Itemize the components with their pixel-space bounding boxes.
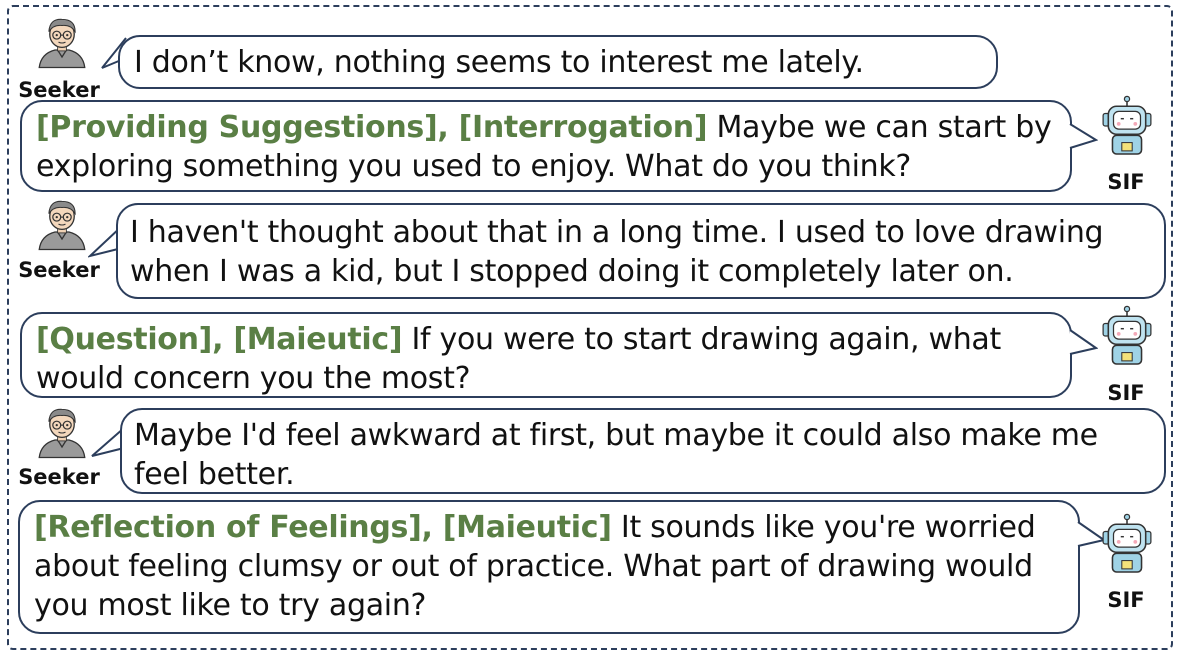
seeker-avatar	[34, 12, 90, 74]
person-icon	[38, 408, 86, 459]
robot-icon	[1102, 95, 1152, 155]
speaker-label: Seeker	[18, 465, 100, 489]
bubble-tail	[88, 225, 123, 258]
seeker-message-bubble: I haven't thought about that in a long t…	[116, 203, 1166, 299]
message-text: I haven't thought about that in a long t…	[130, 215, 1104, 289]
message-text: I don’t know, nothing seems to interest …	[134, 45, 864, 80]
bubble-tail	[91, 427, 125, 457]
sif-avatar	[1100, 94, 1154, 160]
sif-message-bubble: [Reflection of Feelings], [Maieutic] It …	[18, 500, 1080, 634]
bubble-tail	[1069, 329, 1098, 355]
strategy-tags: [Providing Suggestions], [Interrogation]	[36, 110, 708, 145]
speaker-label: SIF	[1107, 170, 1145, 194]
sif-message-bubble: [Providing Suggestions], [Interrogation]…	[20, 100, 1072, 192]
seeker-message-bubble: I don’t know, nothing seems to interest …	[118, 35, 998, 89]
sif-message-bubble: [Question], [Maieutic] If you were to st…	[20, 312, 1072, 398]
robot-icon	[1102, 305, 1152, 365]
seeker-avatar	[34, 194, 90, 256]
strategy-tags: [Reflection of Feelings], [Maieutic]	[34, 510, 612, 545]
bubble-tail	[1069, 123, 1098, 149]
sif-avatar	[1100, 512, 1154, 578]
speaker-label: Seeker	[18, 258, 100, 282]
person-icon	[38, 200, 86, 251]
seeker-message-bubble: Maybe I'd feel awkward at first, but may…	[120, 408, 1166, 494]
message-text: Maybe I'd feel awkward at first, but may…	[134, 418, 1098, 492]
robot-icon	[1102, 513, 1152, 573]
speaker-label: Seeker	[18, 78, 100, 102]
message-text: If you were to start drawing again, what…	[36, 322, 1001, 396]
message-text: It sounds like you're worried about feel…	[34, 510, 1036, 623]
seeker-avatar	[34, 402, 90, 464]
dialogue-frame	[7, 5, 1173, 650]
person-icon	[38, 18, 86, 69]
speaker-label: SIF	[1107, 381, 1145, 405]
message-text: Maybe we can start by exploring somethin…	[36, 110, 1052, 184]
speaker-label: SIF	[1107, 588, 1145, 612]
sif-avatar	[1100, 304, 1154, 370]
strategy-tags: [Question], [Maieutic]	[36, 322, 403, 357]
